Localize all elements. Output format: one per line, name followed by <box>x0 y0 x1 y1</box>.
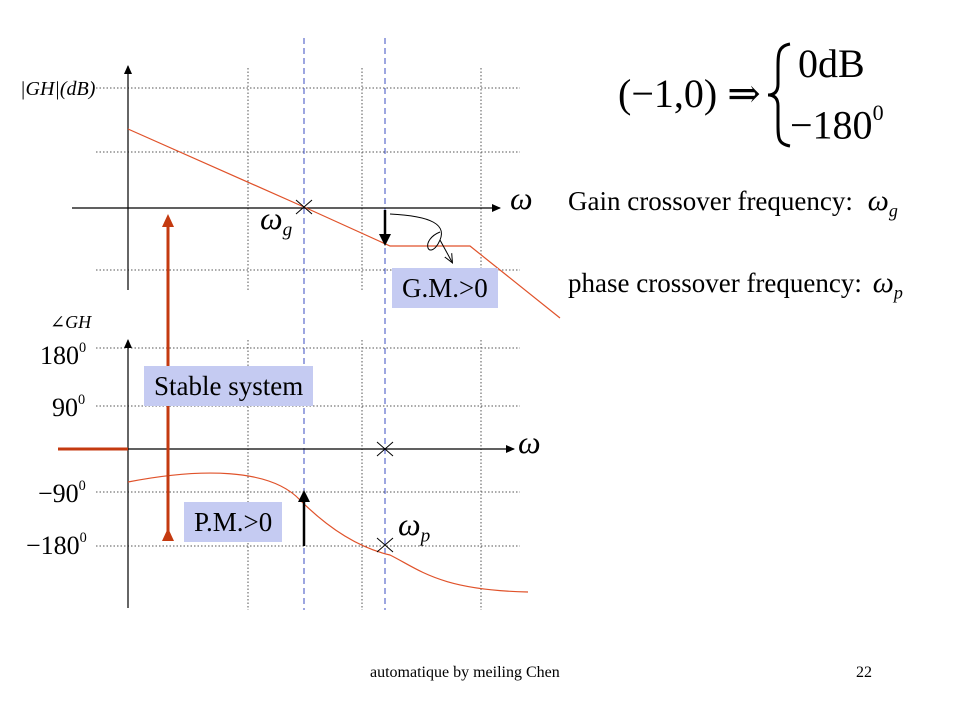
gain-margin-box: G.M.>0 <box>392 268 498 308</box>
tick-minus-180: −1800 <box>26 530 87 561</box>
magnitude-grid <box>96 68 520 290</box>
footer-page-number: 22 <box>856 664 872 681</box>
tick-minus-90: −900 <box>38 478 86 509</box>
phase-curve <box>127 472 529 593</box>
tick-90: 900 <box>52 392 86 423</box>
magnitude-omega-label: ω <box>510 180 533 216</box>
gain-crossover-symbol: ωg <box>867 184 898 221</box>
cross-markers <box>295 199 394 553</box>
phase-axis-label: ∠GH <box>50 312 92 332</box>
phase-omega-label: ω <box>518 424 541 460</box>
formula: (−1,0) ⇒ 0dB −1800 <box>618 40 898 150</box>
stable-system-box: Stable system <box>144 366 314 406</box>
gain-crossover-mark <box>295 199 313 215</box>
formula-case-top: 0dB <box>798 41 865 86</box>
cases-brace <box>767 42 791 148</box>
omega-p-label: ωp <box>398 506 431 547</box>
phase-crossover-symbol: ωp <box>872 266 903 303</box>
phase-axis-cross-mark <box>376 441 394 457</box>
magnitude-axis-label: |GH|(dB) <box>20 78 96 100</box>
annotation-curve-arrow <box>389 213 442 251</box>
formula-case-bottom: −1800 <box>790 100 884 148</box>
annotation-arrow-tail <box>439 239 452 262</box>
crossover-dashed-lines <box>303 38 386 610</box>
magnitude-curve <box>127 128 561 319</box>
axes <box>72 65 515 608</box>
phase-crossover-definition: phase crossover frequency: ωp <box>568 266 903 303</box>
omega-g-label: ωg <box>260 200 293 241</box>
phase-crossover-mark <box>376 537 394 553</box>
gain-crossover-definition: Gain crossover frequency: ωg <box>568 184 898 221</box>
formula-lhs: (−1,0) ⇒ <box>618 71 761 116</box>
tick-180: 1800 <box>40 340 87 371</box>
phase-margin-box: P.M.>0 <box>184 502 283 542</box>
footer-author: automatique by meiling Chen <box>370 664 560 681</box>
